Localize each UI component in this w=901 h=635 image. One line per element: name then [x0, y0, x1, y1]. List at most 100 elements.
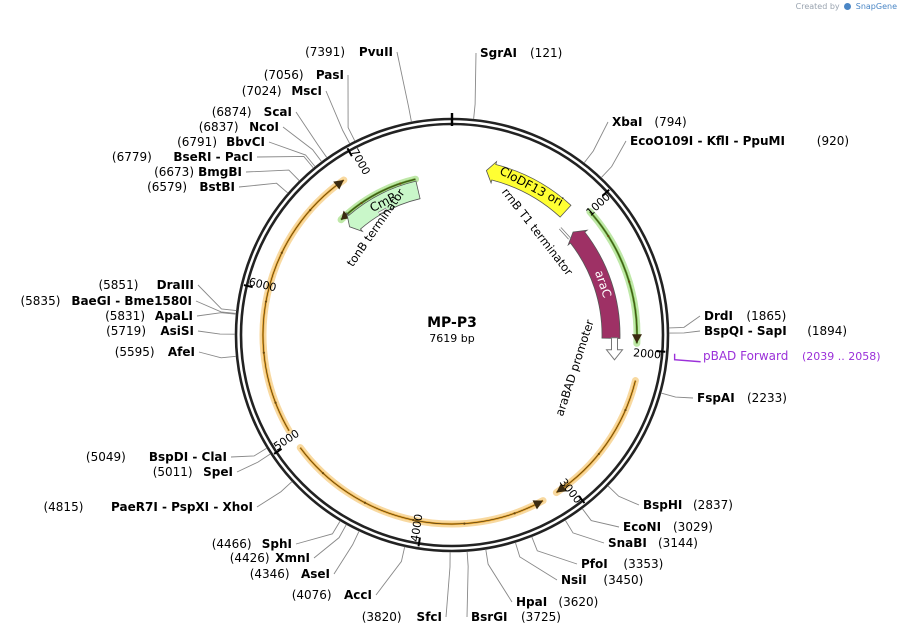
site-position: (4426): [230, 551, 270, 565]
site-name: EcoO109I - KflI - PpuMI: [630, 134, 785, 148]
site-position: (1894): [807, 324, 847, 338]
site-name: EcoNI: [623, 520, 661, 534]
site-name: BspDI - ClaI: [149, 450, 227, 464]
restriction-site: BmgBI (6673): [154, 165, 300, 182]
feature-cmr: [346, 180, 421, 233]
orf-line: [556, 380, 636, 493]
site-position: (6579): [147, 180, 187, 194]
site-leader-line: [295, 111, 328, 158]
site-position: (4076): [292, 588, 332, 602]
snapgene-credit: Created by SnapGene: [796, 2, 897, 11]
restriction-site: SgrAI(121): [473, 46, 562, 120]
site-name: SpeI: [203, 465, 233, 479]
site-name: XbaI: [612, 115, 642, 129]
site-position: (6874): [212, 105, 252, 119]
site-leader-line: [256, 156, 314, 169]
orf-arrowhead: [333, 180, 344, 190]
site-leader-line: [564, 519, 605, 544]
site-leader-line: [466, 551, 469, 618]
site-position: (5851): [98, 278, 138, 292]
restriction-site: SpeI(5011): [153, 453, 271, 479]
restriction-sites: SgrAI(121) XbaI (794) EcoO109I - KflI - Ppu…: [20, 45, 849, 624]
site-leader-line: [268, 141, 316, 167]
restriction-site: ScaI(6874): [212, 105, 328, 158]
orf-line: [299, 447, 544, 525]
primer-arrow: [673, 353, 701, 363]
credit-brand: SnapGene: [855, 2, 897, 11]
backbone-tick: [417, 537, 421, 547]
restriction-site: BstBI(6579): [147, 180, 289, 194]
site-name: AfeI: [168, 345, 195, 359]
orf-marker: [363, 501, 367, 504]
orf-line: [589, 211, 638, 344]
site-leader-line: [485, 549, 513, 603]
feature-arac: [567, 229, 621, 339]
orf-marker: [274, 401, 277, 404]
backbone-tick-label: 6000: [247, 275, 277, 294]
restriction-site: AfeI (5595): [115, 345, 237, 359]
plasmid-center-label: MP-P3 7619 bp: [427, 315, 477, 345]
restriction-site: SnaBI(3144): [564, 519, 698, 550]
site-position: (6837): [199, 120, 239, 134]
restriction-site: SphI (4466): [212, 520, 341, 551]
restriction-site: BbvCI(6791): [177, 135, 316, 167]
orf-marker: [628, 280, 631, 283]
terminator-arrow-inner: [559, 227, 570, 239]
primer-layer: pBAD Forward(2039 .. 2058): [673, 349, 881, 363]
site-leader-line: [197, 330, 236, 335]
site-position: (3353): [623, 557, 663, 571]
site-name: PvuII: [359, 45, 393, 59]
site-leader-line: [583, 121, 609, 164]
site-position: (4815): [43, 500, 83, 514]
orf-arrowhead: [556, 483, 568, 493]
site-name: BspQI - SapI: [704, 324, 787, 338]
terminator-arrow-inner: [378, 208, 388, 215]
site-position: (5719): [106, 324, 146, 338]
restriction-site: NcoI (6837): [199, 120, 322, 162]
site-name: BmgBI: [198, 165, 242, 179]
restriction-site: EcoNI (3029): [581, 508, 713, 534]
feature-label-arabad-promoter: araBAD promoter: [552, 318, 596, 418]
site-position: (794): [654, 115, 686, 129]
site-name: SnaBI: [608, 536, 647, 550]
site-leader-line: [230, 447, 268, 458]
site-leader-line: [333, 530, 360, 575]
restriction-site: PfoI(3353): [531, 536, 663, 571]
site-position: (3029): [673, 520, 713, 534]
restriction-site: BseRI - PacI(6779): [112, 150, 314, 169]
site-leader-line: [238, 182, 289, 194]
site-position: (6673): [154, 165, 194, 179]
site-position: (4466): [212, 537, 252, 551]
site-name: DraIII: [157, 278, 194, 292]
site-leader-line: [600, 140, 627, 178]
primer-name: pBAD Forward: [703, 349, 788, 363]
site-name: MscI: [291, 84, 322, 98]
backbone-tick: [346, 147, 353, 157]
orf-marker: [309, 208, 312, 212]
site-leader-line: [236, 453, 271, 473]
snapgene-logo-icon: [844, 3, 852, 10]
restriction-site: XmnI(4426): [230, 524, 347, 565]
restriction-site: AccI(4076): [292, 546, 406, 602]
site-position: (1865): [746, 309, 786, 323]
site-name: BsrGI: [471, 610, 508, 624]
site-position: (5831): [105, 309, 145, 323]
site-position: (5595): [115, 345, 155, 359]
orf-marker: [280, 251, 283, 254]
site-position: (4346): [250, 567, 290, 581]
plasmid-size: 7619 bp: [429, 332, 474, 345]
site-name: SphI: [262, 537, 292, 551]
orf-marker: [463, 522, 466, 525]
orf-arrowhead: [532, 500, 544, 510]
site-name: PaeR7I - PspXI - XhoI: [111, 500, 253, 514]
site-name: BspHI: [643, 498, 682, 512]
restriction-site: NsiI(3450): [514, 542, 643, 587]
restriction-site: BspQI - SapI (1894): [668, 324, 847, 338]
site-position: (2837): [693, 498, 733, 512]
restriction-site: BspHI (2837): [607, 485, 733, 512]
site-name: NcoI: [249, 120, 279, 134]
site-leader-line: [313, 524, 347, 559]
site-position: (5835): [20, 294, 60, 308]
orf-marker: [264, 300, 268, 303]
